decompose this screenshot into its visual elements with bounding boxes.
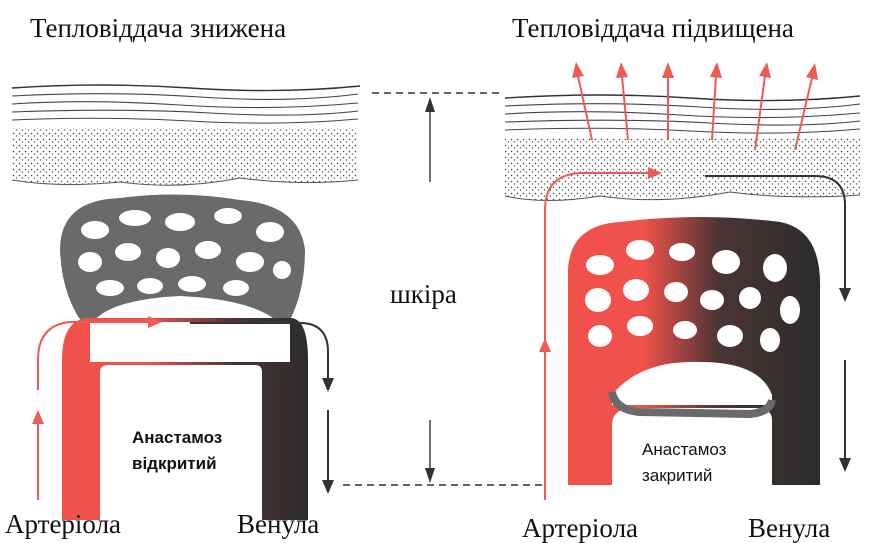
right-venule-label: Венула [748, 513, 830, 543]
left-venule-label: Венула [237, 509, 319, 539]
right-title: Тепловіддача підвищена [512, 13, 794, 43]
right-heat-arrows [572, 62, 818, 150]
right-panel: Тепловіддача підвищена [505, 13, 860, 543]
left-arteriole-label: Артеріола [5, 509, 121, 539]
left-capillary-network [60, 194, 305, 330]
left-panel: Тепловіддача знижена [5, 13, 360, 539]
right-anastomosis-line2: закритий [642, 466, 712, 485]
skin-label: шкіра [390, 279, 457, 309]
left-anastomosis-line1: Анастамоз [132, 428, 222, 447]
right-anastomosis-line1: Анастамоз [642, 440, 727, 459]
right-arteriole-label: Артеріола [522, 513, 638, 543]
left-vessel-loop [62, 318, 308, 520]
left-title: Тепловіддача знижена [30, 13, 286, 43]
left-anastomosis-line2: відкритий [132, 454, 217, 473]
right-skin-layers [505, 95, 860, 201]
left-skin-layers [12, 85, 360, 185]
